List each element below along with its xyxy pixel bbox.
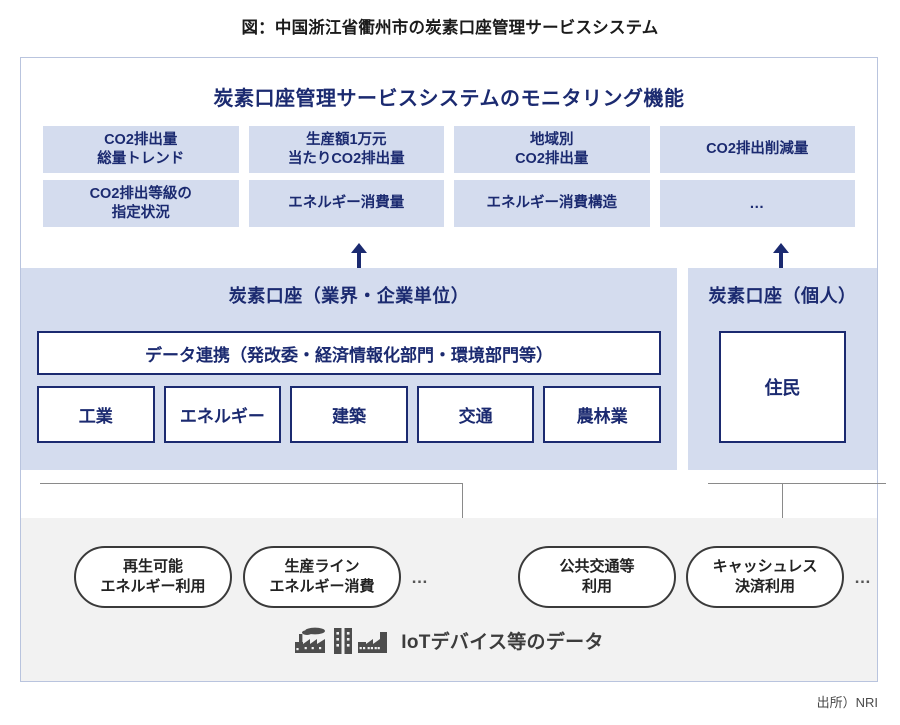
monitoring-row-1: CO2排出量 総量トレンド 生産額1万元 当たりCO2排出量 地域別 CO2排出… [43, 126, 855, 173]
iot-icon-group [294, 626, 388, 654]
monitoring-cell-line1: 地域別 [529, 131, 574, 148]
iot-data-panel: 再生可能 エネルギー利用 生産ライン エネルギー消費 … 公共交通等 利用 キャ… [21, 518, 877, 681]
monitoring-cell-line1: CO2排出削減量 [706, 141, 809, 158]
iot-node-production-line-energy[interactable]: 生産ライン エネルギー消費 [243, 546, 401, 608]
carbon-account-individual-title: 炭素口座（個人） [708, 286, 857, 306]
monitoring-cell-co2-total-trend[interactable]: CO2排出量 総量トレンド [43, 126, 239, 173]
iot-node-line2: 利用 [581, 578, 612, 595]
monitoring-cell-energy-consumption[interactable]: エネルギー消費量 [248, 180, 444, 227]
iot-node-line1: キャッシュレス [712, 558, 818, 576]
iot-node-line2: 決済利用 [734, 578, 795, 595]
iot-data-label: IoTデバイス等のデータ [401, 631, 604, 653]
iot-node-line2: エネルギー消費 [269, 578, 375, 595]
monitoring-cell-line1: CO2排出量 [104, 131, 178, 148]
arrow-shaft [779, 251, 783, 269]
iot-more-dots-right: … [854, 568, 872, 587]
resident-box[interactable]: 住民 [719, 331, 846, 443]
monitoring-cell-line1: エネルギー消費量 [288, 195, 405, 212]
arrow-head [351, 243, 367, 253]
iot-node-public-transport[interactable]: 公共交通等 利用 [518, 546, 676, 608]
iot-node-line1: 公共交通等 [559, 558, 635, 576]
monitoring-cell-co2-by-region[interactable]: 地域別 CO2排出量 [454, 126, 650, 173]
source-note: 出所）NRI [816, 695, 878, 710]
monitoring-cell-line2: 指定状況 [111, 204, 170, 221]
arrow-head [773, 243, 789, 253]
iot-node-line1: 再生可能 [122, 558, 183, 576]
monitoring-cell-co2-per-output[interactable]: 生産額1万元 当たりCO2排出量 [248, 126, 444, 173]
monitoring-cell-line2: CO2排出量 [515, 150, 589, 167]
sector-box-energy[interactable]: エネルギー [163, 386, 282, 443]
monitoring-cell-line1: CO2排出等級の [89, 185, 192, 202]
monitoring-grid: CO2排出量 総量トレンド 生産額1万元 当たりCO2排出量 地域別 CO2排出… [43, 126, 855, 227]
arrow-shaft [357, 251, 361, 269]
monitoring-cell-line1: … [749, 194, 766, 212]
iot-node-renewable-energy[interactable]: 再生可能 エネルギー利用 [74, 546, 232, 608]
carbon-account-business-title: 炭素口座（業界・企業単位） [228, 286, 470, 306]
connector-drop-business [462, 483, 463, 521]
iot-more-dots-left: … [411, 568, 429, 587]
data-linkage-box[interactable]: データ連携（発改委・経済情報化部門・環境部門等） [37, 331, 661, 375]
connector-drop-individual [782, 483, 783, 521]
iot-footer: IoTデバイス等のデータ [21, 626, 877, 654]
sector-box-industry[interactable]: 工業 [37, 386, 155, 443]
sector-box-agriculture[interactable]: 農林業 [543, 386, 661, 443]
sector-box-transport[interactable]: 交通 [416, 386, 535, 443]
iot-node-line1: 生産ライン [284, 558, 360, 576]
connector-trunk-individual [708, 483, 886, 484]
monitoring-cell-co2-reduction[interactable]: CO2排出削減量 [659, 126, 855, 173]
factory-icon [358, 632, 388, 653]
monitoring-panel: 炭素口座管理サービスシステムのモニタリング機能 CO2排出量 総量トレンド 生産… [21, 58, 877, 238]
factory-smoke-icon [295, 627, 326, 653]
monitoring-panel-title: 炭素口座管理サービスシステムのモニタリング機能 [213, 88, 685, 110]
monitoring-cell-energy-structure[interactable]: エネルギー消費構造 [454, 180, 650, 227]
arrow-up-icon-individual [773, 243, 789, 269]
carbon-account-individual-panel: 炭素口座（個人） 住民 [688, 268, 877, 470]
buildings-icon [334, 628, 353, 654]
monitoring-row-2: CO2排出等級の 指定状況 エネルギー消費量 エネルギー消費構造 … [43, 180, 855, 227]
monitoring-cell-line1: エネルギー消費構造 [486, 195, 618, 212]
sector-row: 工業 エネルギー 建築 交通 農林業 [37, 386, 661, 443]
arrow-up-icon-business [351, 243, 367, 269]
connector-trunk-business [40, 483, 462, 484]
iot-node-cashless-payment[interactable]: キャッシュレス 決済利用 [686, 546, 844, 608]
monitoring-cell-line2: 総量トレンド [97, 150, 185, 167]
monitoring-cell-co2-grade-status[interactable]: CO2排出等級の 指定状況 [43, 180, 239, 227]
carbon-account-business-panel: 炭素口座（業界・企業単位） データ連携（発改委・経済情報化部門・環境部門等） 工… [21, 268, 677, 470]
monitoring-cell-line2: 当たりCO2排出量 [287, 150, 405, 167]
monitoring-cell-line1: 生産額1万元 [305, 131, 387, 148]
monitoring-cell-more[interactable]: … [659, 180, 855, 227]
iot-node-line2: エネルギー利用 [100, 578, 206, 595]
figure-title: 図：中国浙江省衢州市の炭素口座管理サービスシステム [241, 19, 659, 37]
sector-box-construction[interactable]: 建築 [290, 386, 408, 443]
